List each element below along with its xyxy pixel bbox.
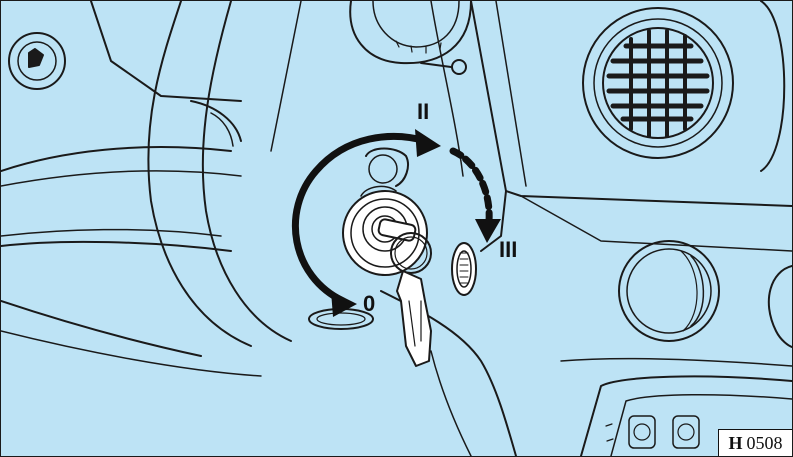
- air-vent-lower: [619, 241, 792, 347]
- air-vent-upper: [583, 1, 784, 171]
- arrowhead-ignition: [415, 129, 441, 157]
- rotation-arrow-dashed: [453, 151, 489, 221]
- steering-wheel: [1, 1, 301, 376]
- figure-code-number: 0508: [747, 433, 783, 454]
- figure-code: H 0508: [718, 429, 792, 456]
- ignition-lock: [343, 149, 427, 276]
- position-label-off: 0: [363, 291, 375, 317]
- position-label-start: III: [499, 237, 517, 263]
- instrument-cluster: [350, 1, 471, 74]
- figure-code-prefix: H: [728, 433, 742, 454]
- side-switch: [452, 243, 476, 295]
- position-label-ignition: II: [417, 99, 429, 125]
